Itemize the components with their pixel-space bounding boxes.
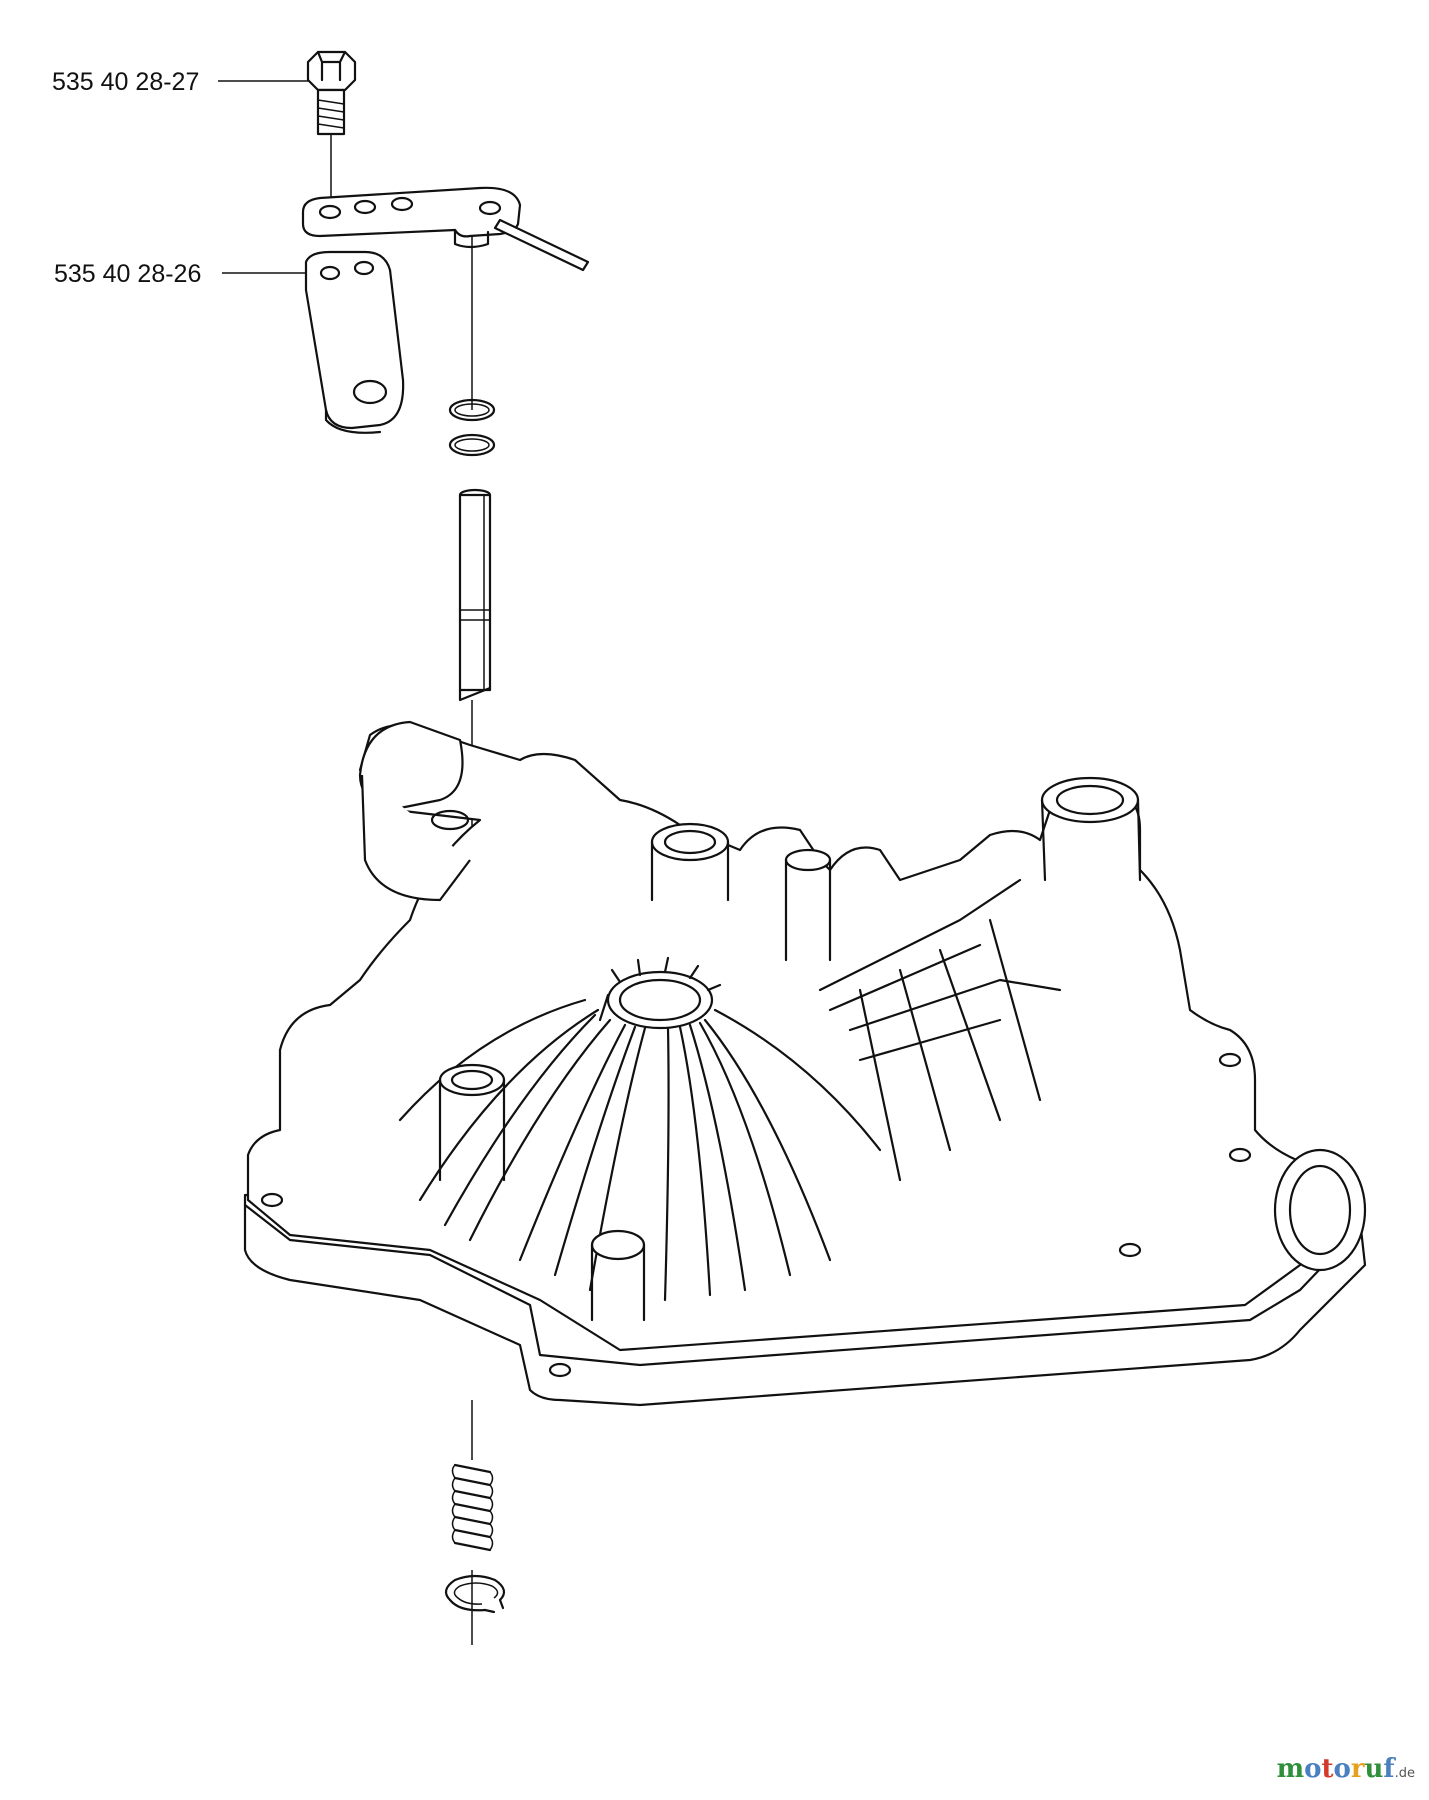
shaft-part — [458, 488, 492, 702]
watermark-logo: motoruf.de — [1276, 1754, 1415, 1784]
circlip-part — [444, 1574, 506, 1614]
o-ring-upper — [448, 398, 496, 422]
bracket-part — [304, 250, 405, 434]
part-number-label-bolt: 535 40 28-27 — [52, 68, 200, 96]
bolt-part — [306, 50, 357, 136]
control-arm-part — [301, 186, 590, 272]
watermark-suffix: .de — [1394, 1766, 1415, 1781]
spring-part — [451, 1463, 494, 1552]
transmission-housing — [243, 720, 1367, 1407]
part-number-label-bracket: 535 40 28-26 — [54, 260, 202, 288]
o-ring-lower — [448, 433, 496, 457]
